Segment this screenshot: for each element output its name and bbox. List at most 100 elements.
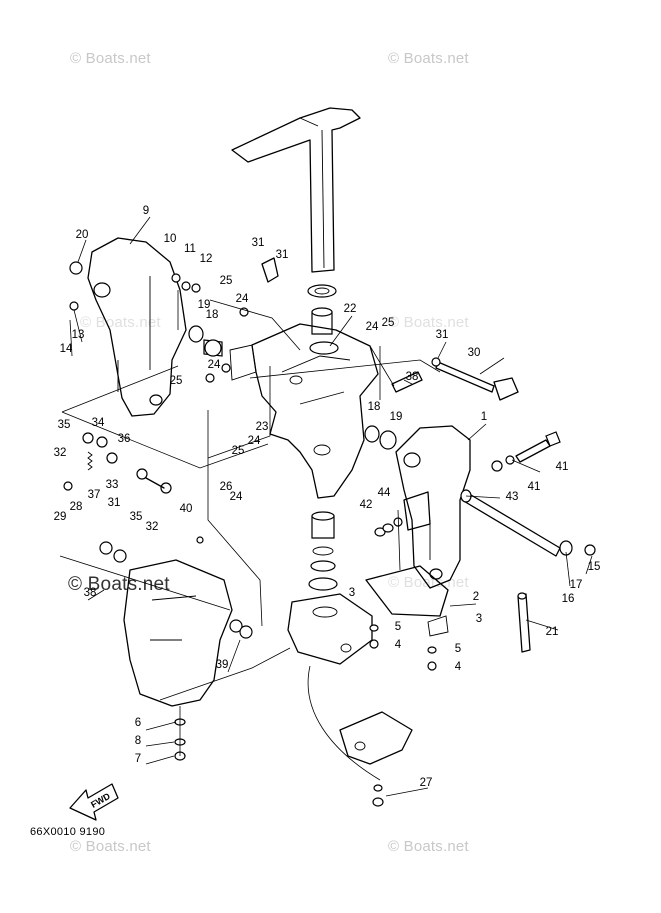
tilt-lock-lever: [431, 357, 519, 401]
bushing-left: [188, 325, 223, 357]
swivel-bracket: [229, 323, 379, 499]
tilt-tube: [460, 489, 596, 557]
leader-line: [437, 341, 447, 359]
leader-line: [449, 603, 477, 607]
callout-4: 4: [395, 639, 402, 651]
frame-lines: [59, 290, 401, 701]
callout-39: 39: [216, 659, 229, 671]
callout-42: 42: [360, 499, 373, 511]
callout-12: 12: [200, 253, 213, 265]
callout-35: 35: [58, 419, 71, 431]
fwd-arrow-icon: FWD: [69, 783, 119, 821]
spring: [87, 451, 93, 471]
leader-lines: [69, 216, 593, 797]
watermark-top-left: © Boats.net: [70, 50, 151, 67]
anode-plate: [307, 665, 413, 781]
callout-44: 44: [378, 487, 391, 499]
callout-5: 5: [395, 621, 401, 633]
bracket-plate: [365, 565, 449, 637]
callout-18: 18: [206, 309, 219, 321]
callout-2: 2: [473, 591, 479, 603]
upper-bushings: [307, 284, 339, 355]
callout-34: 34: [92, 417, 105, 429]
leader-line: [467, 423, 487, 441]
clamp-bracket-left: [87, 237, 187, 417]
drawing-code: 66X0010 9190: [30, 826, 106, 838]
callout-38: 38: [84, 587, 97, 599]
callout-32: 32: [146, 521, 159, 533]
callout-1: 1: [481, 411, 487, 423]
callout-26: 26: [220, 481, 233, 493]
leader-line: [565, 551, 571, 587]
callout-25: 25: [220, 275, 233, 287]
callout-41: 41: [528, 481, 541, 493]
leader-line: [511, 459, 541, 473]
leader-line: [145, 741, 175, 747]
callout-38: 38: [406, 371, 419, 383]
watermark-top-right: © Boats.net: [388, 50, 469, 67]
lower-bushings: [308, 511, 338, 591]
callout-27: 27: [420, 777, 433, 789]
leader-line: [525, 619, 559, 631]
callout-35: 35: [130, 511, 143, 523]
callout-31: 31: [276, 249, 289, 261]
callout-18: 18: [368, 401, 381, 413]
callout-25: 25: [232, 445, 245, 457]
callout-16: 16: [562, 593, 575, 605]
callout-11: 11: [184, 243, 196, 255]
callout-14: 14: [60, 343, 73, 355]
callout-23: 23: [256, 421, 269, 433]
watermark-center: © Boats.net: [68, 574, 170, 595]
callout-31: 31: [436, 329, 449, 341]
callout-24: 24: [236, 293, 249, 305]
callout-41: 41: [556, 461, 569, 473]
tilt-pin: [391, 371, 423, 393]
leader-line: [403, 379, 413, 385]
callout-28: 28: [70, 501, 83, 513]
callout-36: 36: [118, 433, 131, 445]
leader-line: [129, 216, 151, 245]
leader-line: [385, 787, 429, 797]
callout-6: 6: [135, 717, 141, 729]
ground-strap: [517, 592, 531, 653]
callout-43: 43: [506, 491, 519, 503]
callout-33: 33: [106, 479, 119, 491]
leader-line: [329, 315, 353, 347]
callout-13: 13: [72, 329, 85, 341]
steering-handle: [231, 107, 361, 273]
callout-19: 19: [198, 299, 211, 311]
leader-line: [479, 357, 505, 375]
callout-17: 17: [570, 579, 583, 591]
callout-24: 24: [208, 359, 221, 371]
clamp-bracket-right: [395, 425, 471, 589]
callout-4: 4: [455, 661, 462, 673]
callout-8: 8: [135, 735, 141, 747]
bottom-left-fasteners: [174, 706, 186, 761]
callout-29: 29: [54, 511, 67, 523]
callout-21: 21: [546, 626, 559, 638]
leader-line: [145, 721, 177, 731]
callout-24: 24: [230, 491, 243, 503]
callout-19: 19: [390, 411, 403, 423]
leader-line: [77, 239, 87, 263]
watermark-lower-right: © Boats.net: [388, 574, 469, 591]
callout-25: 25: [382, 317, 395, 329]
callout-32: 32: [54, 447, 67, 459]
watermark-mid-left: © Boats.net: [80, 314, 161, 331]
leader-line: [87, 589, 105, 601]
callout-24: 24: [248, 435, 261, 447]
right-fasteners: [369, 624, 437, 807]
bushing-right: [364, 425, 397, 450]
callout-31: 31: [252, 237, 265, 249]
callout-40: 40: [180, 503, 193, 515]
callout-numbers: 1233445567891011121314151617181819192021…: [54, 205, 601, 789]
leader-line: [465, 495, 501, 499]
leader-line: [145, 755, 175, 765]
bracket-30: [261, 257, 279, 283]
lower-mount: [287, 593, 373, 665]
callout-3: 3: [349, 587, 355, 599]
leader-line: [227, 639, 241, 673]
tilt-motor-assembly: [99, 541, 253, 707]
callout-31: 31: [108, 497, 121, 509]
